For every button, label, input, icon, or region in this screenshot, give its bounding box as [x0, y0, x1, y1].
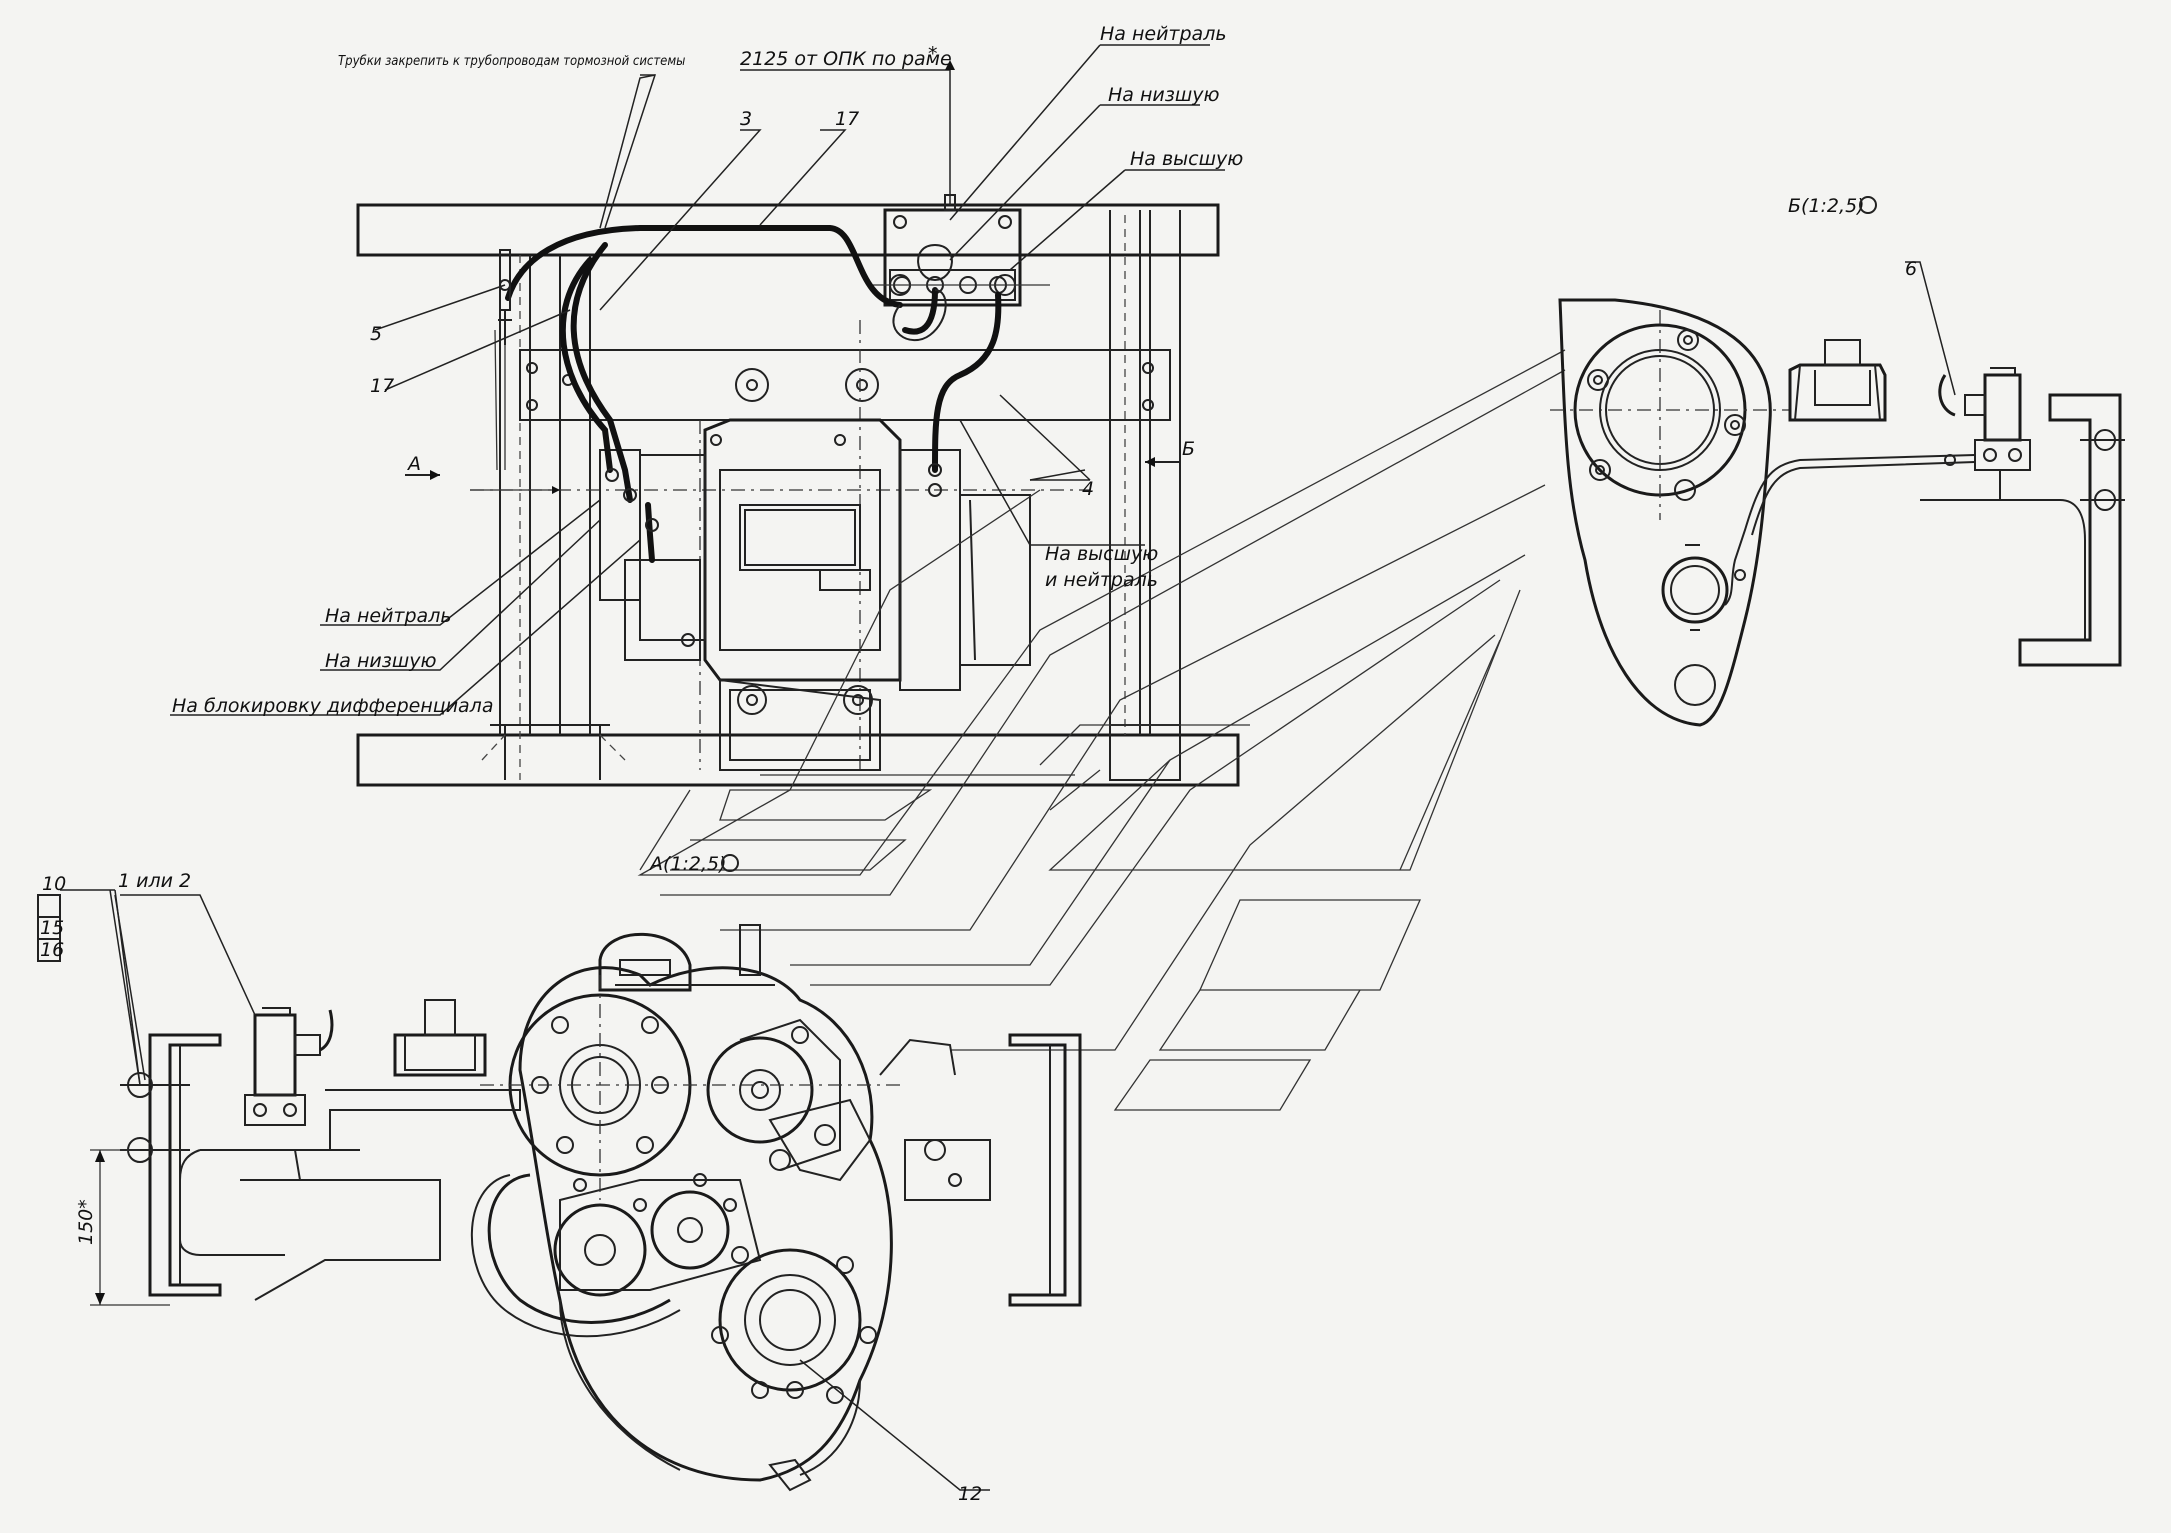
- label-neutral-left: На нейтраль: [325, 605, 452, 627]
- label-neutral-top: На нейтраль: [1100, 23, 1227, 45]
- position-10: 10: [42, 873, 66, 895]
- label-highest-neutral-2: и нейтраль: [1045, 569, 1158, 591]
- view-a-detail: [90, 924, 1082, 1492]
- position-4: 4: [1082, 478, 1094, 500]
- position-15: 15: [40, 917, 64, 939]
- tubes-note: Трубки закрепить к трубопроводам тормозн…: [338, 54, 685, 69]
- position-17-top: 17: [835, 108, 859, 130]
- view-b-detail: [1550, 298, 2125, 727]
- label-highest-top: На высшую: [1130, 148, 1243, 170]
- view-b-title: Б(1:2,5): [1788, 195, 1865, 217]
- position-16: 16: [40, 939, 64, 961]
- position-3: 3: [740, 108, 752, 130]
- position-6: 6: [1905, 258, 1917, 280]
- cross-bar: [519, 349, 1171, 421]
- projection-lines: [637, 349, 1566, 1111]
- view-arrow-a: А: [406, 453, 421, 475]
- view-arrow-b: Б: [1182, 438, 1195, 460]
- label-highest-neutral-1: На высшую: [1045, 543, 1158, 565]
- dim-2125-label: 2125 от ОПК по раме: [740, 48, 952, 70]
- position-5: 5: [370, 323, 382, 345]
- left-cross-member: [499, 255, 591, 735]
- label-lowest-top: На низшую: [1108, 84, 1219, 106]
- dim-150: 150*: [75, 1199, 97, 1245]
- hose-highest: [932, 292, 1002, 473]
- hose-main: [505, 225, 903, 308]
- position-1-or-2: 1 или 2: [118, 870, 191, 892]
- view-a-title: А(1:2,5): [648, 853, 727, 875]
- label-diff-lock: На блокировку дифференциала: [172, 695, 493, 717]
- dim-2125-star: *: [928, 43, 938, 65]
- right-cross-member: [1109, 210, 1181, 735]
- upper-frame-rail: [356, 203, 1220, 257]
- lower-frame-rail: [356, 733, 1240, 787]
- label-lowest-left: На низшую: [325, 650, 436, 672]
- gearbox-plan: [599, 418, 1031, 771]
- top-view: [356, 194, 1240, 787]
- position-12: 12: [958, 1483, 982, 1505]
- valve-block: [870, 194, 1050, 307]
- position-17-left: 17: [370, 375, 394, 397]
